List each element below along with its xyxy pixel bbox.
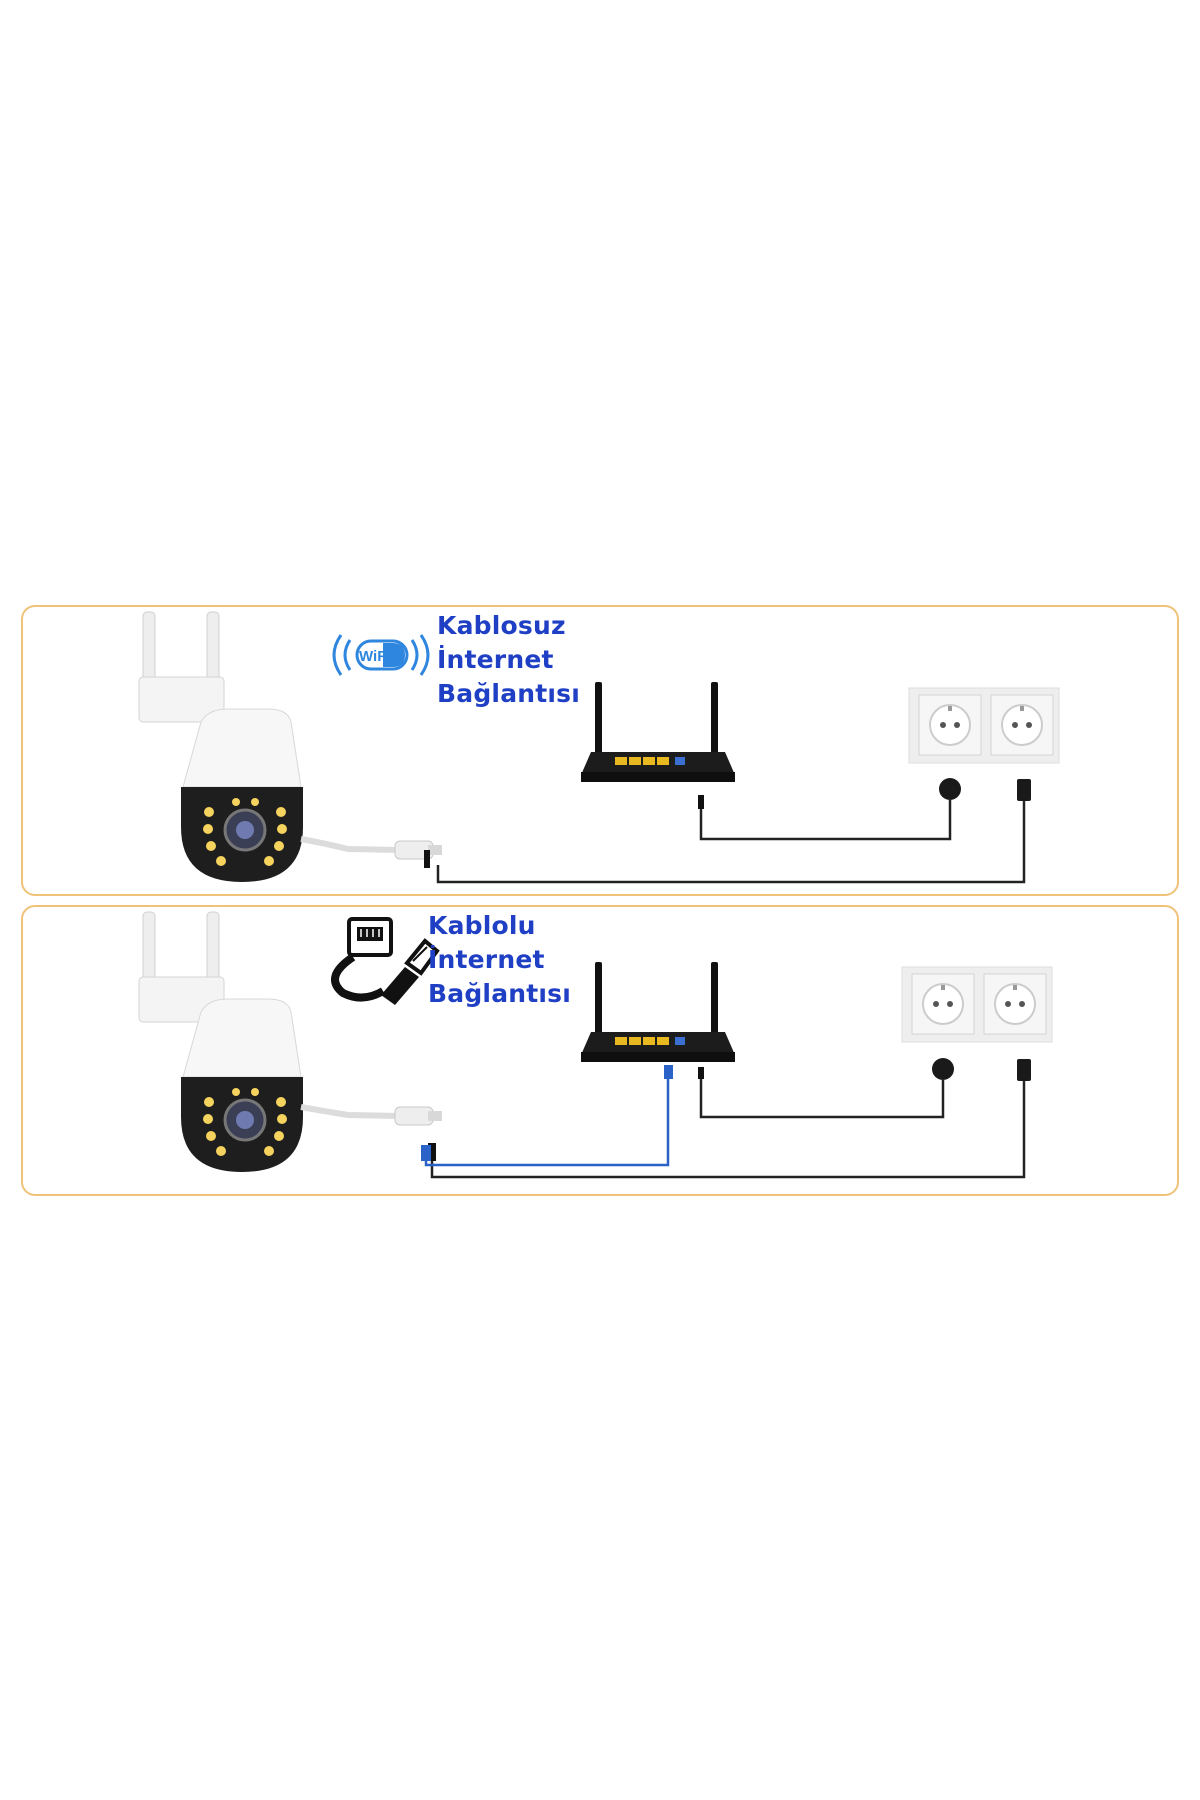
label-line-3: Bağlantısı bbox=[437, 679, 581, 708]
wifi-badge-text: WiFi bbox=[359, 648, 391, 665]
camera-ethernet-plug-icon bbox=[421, 1145, 431, 1161]
camera-connector-icon bbox=[300, 836, 442, 868]
power-adapter-icon bbox=[932, 1058, 1031, 1081]
wired-connection-label: Kablolu İnternet Bağlantısı bbox=[428, 909, 571, 1011]
camera-connector-icon bbox=[300, 1104, 442, 1161]
wired-connection-panel: Kablolu İnternet Bağlantısı bbox=[21, 905, 1179, 1196]
power-socket-icon bbox=[901, 966, 1053, 1043]
camera-power-plug-icon bbox=[428, 1143, 436, 1161]
wifi-badge-icon: WiFi bbox=[332, 634, 430, 676]
ethernet-cable bbox=[424, 1077, 670, 1167]
wired-diagram bbox=[138, 911, 1053, 1179]
label-line-1: Kablosuz bbox=[437, 611, 566, 640]
power-cable bbox=[436, 800, 1026, 884]
router-icon bbox=[581, 682, 735, 782]
power-cable bbox=[430, 1075, 1026, 1179]
power-socket-icon bbox=[908, 687, 1060, 764]
label-line-2: İnternet bbox=[437, 645, 554, 674]
router-icon bbox=[581, 962, 735, 1062]
label-line-3: Bağlantısı bbox=[428, 979, 572, 1008]
camera-icon bbox=[138, 611, 303, 882]
wireless-connection-panel: WiFi bbox=[21, 605, 1179, 896]
ethernet-cable-icon bbox=[331, 917, 440, 1005]
label-line-1: Kablolu bbox=[428, 911, 536, 940]
router-power-plug-icon bbox=[698, 1067, 704, 1079]
label-line-2: İnternet bbox=[428, 945, 545, 974]
wireless-connection-label: Kablosuz İnternet Bağlantısı bbox=[437, 609, 580, 711]
wireless-diagram: WiFi bbox=[138, 611, 1060, 884]
power-adapter-icon bbox=[939, 778, 1031, 801]
camera-icon bbox=[138, 911, 303, 1172]
router-ethernet-plug-icon bbox=[664, 1065, 673, 1079]
router-power-plug-icon bbox=[698, 795, 704, 809]
